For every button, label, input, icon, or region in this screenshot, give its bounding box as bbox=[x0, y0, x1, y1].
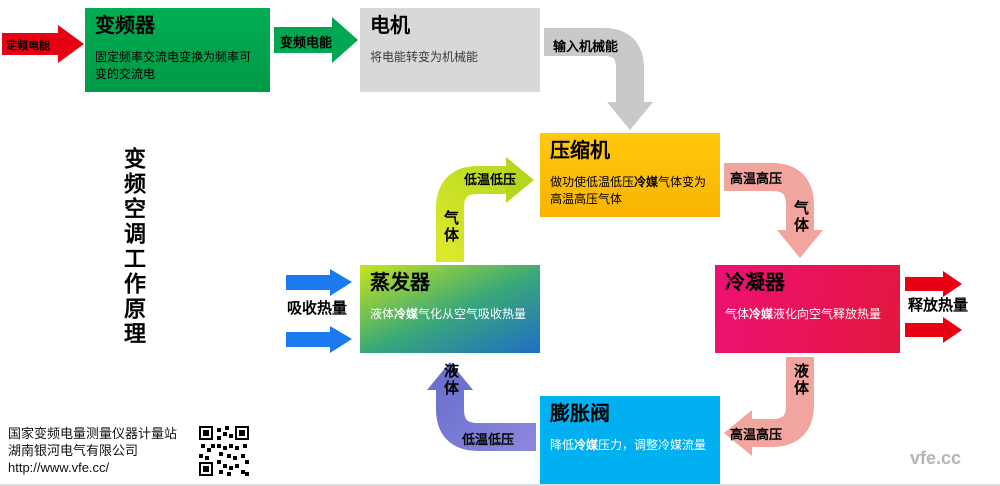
label-release-heat: 释放热量 bbox=[908, 297, 969, 314]
arrow-hot-gas-head bbox=[777, 230, 823, 258]
label-cold-liquid-state: 低温低压 bbox=[462, 432, 515, 447]
evaporator-title: 蒸发器 bbox=[370, 272, 430, 294]
label-hot-liquid-state: 高温高压 bbox=[730, 427, 783, 442]
node-inverter: 变频器 固定频率交流电变换为频率可变的交流电 bbox=[85, 8, 270, 92]
release-heat-arrow-top-shape bbox=[905, 271, 962, 297]
arrow-mech-energy bbox=[544, 28, 653, 130]
condenser-desc-post: 液化向空气释放热量 bbox=[773, 307, 882, 321]
compressor-desc-refrigerant: 冷媒 bbox=[634, 175, 659, 189]
release-heat-arrow-bottom-shape bbox=[905, 317, 962, 343]
compressor-desc-post: 气体变为高温高压气体 bbox=[550, 175, 707, 206]
compressor-desc-pre: 做功使低温低压 bbox=[550, 175, 635, 189]
motor-title: 电机 bbox=[370, 15, 410, 37]
label-hot-gas-state: 高温高压 bbox=[730, 171, 783, 186]
expansion-valve-desc-pre: 降低 bbox=[550, 438, 575, 452]
diagram-title: 变频空调工作原理 bbox=[121, 147, 146, 347]
fixed-power-arrow bbox=[2, 25, 84, 63]
expansion-valve-desc-refrigerant: 冷媒 bbox=[574, 438, 599, 452]
label-absorb-heat: 吸收热量 bbox=[287, 300, 348, 317]
node-expansion-valve: 膨胀阀 降低冷媒压力，调整冷媒流量 bbox=[540, 396, 720, 484]
label-cold-gas-state: 低温低压 bbox=[464, 172, 517, 187]
label-mech-energy: 输入机械能 bbox=[553, 39, 619, 54]
fixed-power-arrow-shape bbox=[2, 25, 84, 63]
bottom-divider bbox=[0, 484, 1000, 486]
label-cold-gas-phase: 气体 bbox=[442, 210, 459, 244]
qr-code bbox=[199, 426, 249, 476]
compressor-desc: 做功使低温低压冷媒气体变为高温高压气体 bbox=[550, 174, 710, 208]
label-cold-liquid-phase: 液体 bbox=[442, 363, 459, 397]
absorb-heat-arrow-top-shape bbox=[286, 269, 352, 296]
condenser-desc: 气体冷媒液化向空气释放热量 bbox=[725, 306, 890, 323]
evaporator-desc-refrigerant: 冷媒 bbox=[394, 307, 419, 321]
label-variable-power: 变频电能 bbox=[280, 35, 333, 50]
footer-url: http://www.vfe.cc/ bbox=[8, 460, 110, 475]
arrow-mech-energy-head bbox=[607, 102, 653, 130]
label-hot-gas-phase: 气体 bbox=[792, 200, 809, 234]
footer-company: 湖南银河电气有限公司 bbox=[8, 443, 139, 458]
motor-desc: 将电能转变为机械能 bbox=[370, 50, 479, 64]
expansion-valve-desc: 降低冷媒压力，调整冷媒流量 bbox=[550, 437, 710, 454]
inverter-desc: 固定频率交流电变换为频率可变的交流电 bbox=[95, 50, 252, 81]
expansion-valve-title: 膨胀阀 bbox=[550, 403, 610, 425]
condenser-desc-pre: 气体 bbox=[725, 307, 750, 321]
evaporator-desc: 液体冷媒气化从空气吸收热量 bbox=[370, 306, 530, 323]
node-evaporator: 蒸发器 液体冷媒气化从空气吸收热量 bbox=[360, 265, 540, 353]
variable-power-arrow bbox=[274, 17, 358, 63]
evaporator-desc-post: 气化从空气吸收热量 bbox=[418, 307, 527, 321]
condenser-desc-refrigerant: 冷媒 bbox=[749, 307, 774, 321]
inverter-title: 变频器 bbox=[95, 15, 155, 37]
release-heat-arrow-bottom bbox=[905, 317, 962, 343]
node-condenser: 冷凝器 气体冷媒液化向空气释放热量 bbox=[715, 265, 900, 353]
footer: 国家变频电量测量仪器计量站 湖南银河电气有限公司 http://www.vfe.… bbox=[8, 425, 177, 476]
absorb-heat-arrow-top bbox=[286, 269, 352, 296]
expansion-valve-desc-post: 压力，调整冷媒流量 bbox=[598, 438, 707, 452]
variable-power-arrow-shape bbox=[274, 17, 358, 63]
evaporator-desc-pre: 液体 bbox=[370, 307, 395, 321]
watermark: vfe.cc bbox=[910, 448, 962, 468]
node-compressor: 压缩机 做功使低温低压冷媒气体变为高温高压气体 bbox=[540, 133, 720, 217]
absorb-heat-arrow-bottom-shape bbox=[286, 326, 352, 353]
condenser-title: 冷凝器 bbox=[725, 272, 785, 294]
label-fixed-power: 定频电能 bbox=[6, 40, 50, 52]
label-hot-liquid-phase: 液体 bbox=[792, 363, 809, 397]
node-motor: 电机 将电能转变为机械能 bbox=[360, 8, 540, 92]
footer-org: 国家变频电量测量仪器计量站 bbox=[8, 426, 178, 441]
release-heat-arrow-top bbox=[905, 271, 962, 297]
absorb-heat-arrow-bottom bbox=[286, 326, 352, 353]
compressor-title: 压缩机 bbox=[550, 140, 610, 162]
